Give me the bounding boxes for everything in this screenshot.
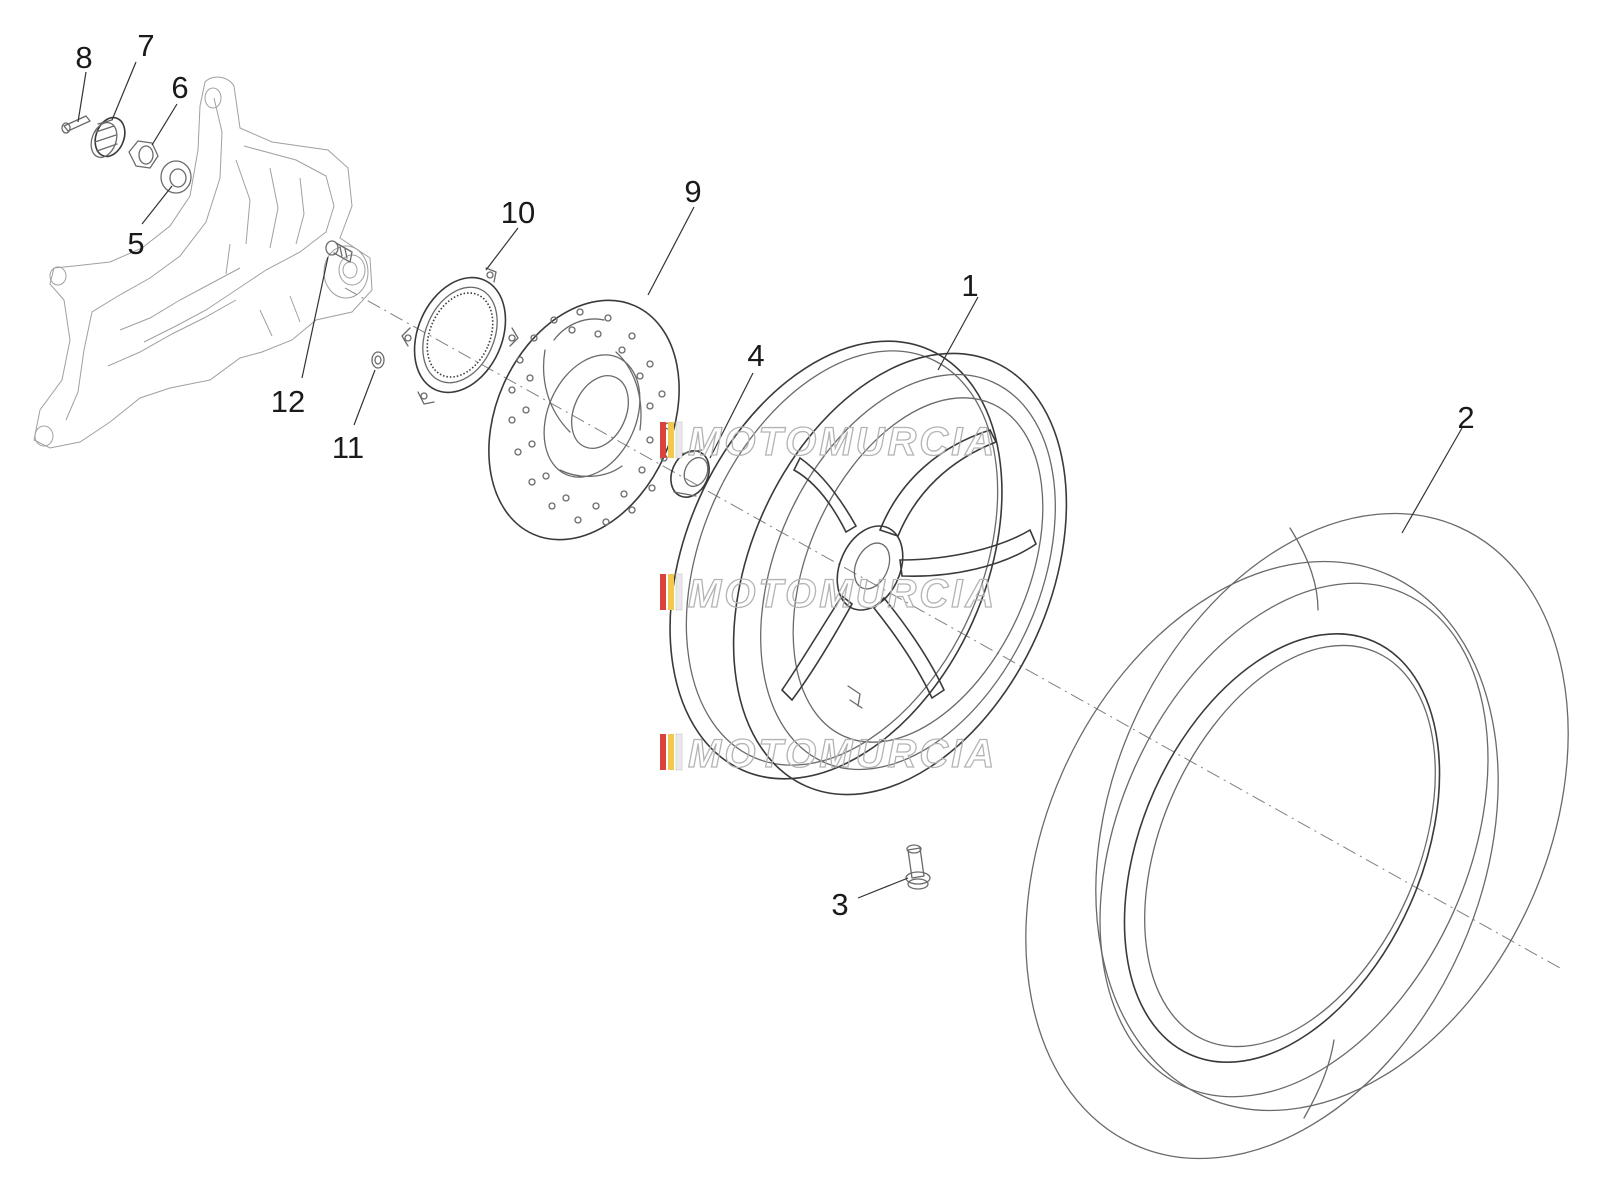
- callout-10: 10: [501, 195, 535, 230]
- part-wheel-rim: [669, 340, 1068, 796]
- leader-line-2: [1401, 427, 1463, 534]
- leader-line-9: [647, 206, 695, 296]
- watermark-stripe-white: [675, 733, 683, 771]
- watermark-2: MOTOMURCIA: [660, 571, 997, 617]
- watermark-stripe-yellow: [668, 422, 674, 458]
- callout-labels: 1 2 3 4 5 6 7 8 9 10 11 12: [75, 28, 1474, 922]
- center-axis-line: [344, 287, 1561, 969]
- watermark-1: MOTOMURCIA: [660, 419, 997, 465]
- part-tire: [1025, 512, 1569, 1160]
- callout-2: 2: [1457, 400, 1474, 435]
- leader-lines: [77, 61, 1463, 899]
- watermark-stripe-red: [660, 574, 666, 610]
- watermark-3: MOTOMURCIA: [660, 731, 997, 777]
- watermark-text: MOTOMURCIA: [688, 572, 997, 616]
- part-washer: [371, 351, 385, 369]
- leader-line-10: [485, 227, 519, 271]
- part-nut: [128, 140, 159, 169]
- part-split-pin: [61, 115, 91, 134]
- watermark-text: MOTOMURCIA: [688, 732, 997, 776]
- part-spacer: [160, 160, 192, 194]
- leader-line-7: [111, 61, 137, 121]
- part-swing-arm: [33, 76, 373, 449]
- callout-7: 7: [137, 28, 154, 63]
- part-tire-valve: [905, 844, 931, 890]
- part-hub-spacer: [670, 449, 710, 498]
- part-screw: [325, 240, 353, 263]
- part-castle-nut: [90, 116, 126, 159]
- watermark-stripe-red: [660, 734, 666, 770]
- callout-11: 11: [332, 430, 364, 465]
- callout-12: 12: [271, 384, 305, 419]
- watermark-stripe-yellow: [668, 734, 674, 770]
- leader-line-8: [77, 71, 87, 123]
- callout-8: 8: [75, 40, 92, 75]
- leader-line-6: [151, 103, 178, 146]
- leader-line-3: [857, 877, 909, 899]
- leader-line-11: [353, 369, 376, 426]
- callout-9: 9: [684, 174, 701, 209]
- watermark-stripe-white: [675, 573, 683, 611]
- leader-line-5: [141, 185, 173, 225]
- callout-4: 4: [747, 338, 764, 373]
- callout-3: 3: [831, 887, 848, 922]
- leader-line-1: [937, 296, 979, 371]
- callout-1: 1: [961, 268, 978, 303]
- leader-line-12: [301, 256, 329, 379]
- callout-5: 5: [127, 226, 144, 261]
- part-brake-disc: [488, 299, 680, 541]
- callout-6: 6: [171, 70, 188, 105]
- watermark-stripe-yellow: [668, 574, 674, 610]
- leader-line-4: [709, 372, 754, 459]
- part-abs-tone-ring: [401, 267, 519, 405]
- watermark-stripe-red: [660, 422, 666, 458]
- watermark-text: MOTOMURCIA: [688, 420, 997, 464]
- watermark-stripe-white: [675, 421, 683, 459]
